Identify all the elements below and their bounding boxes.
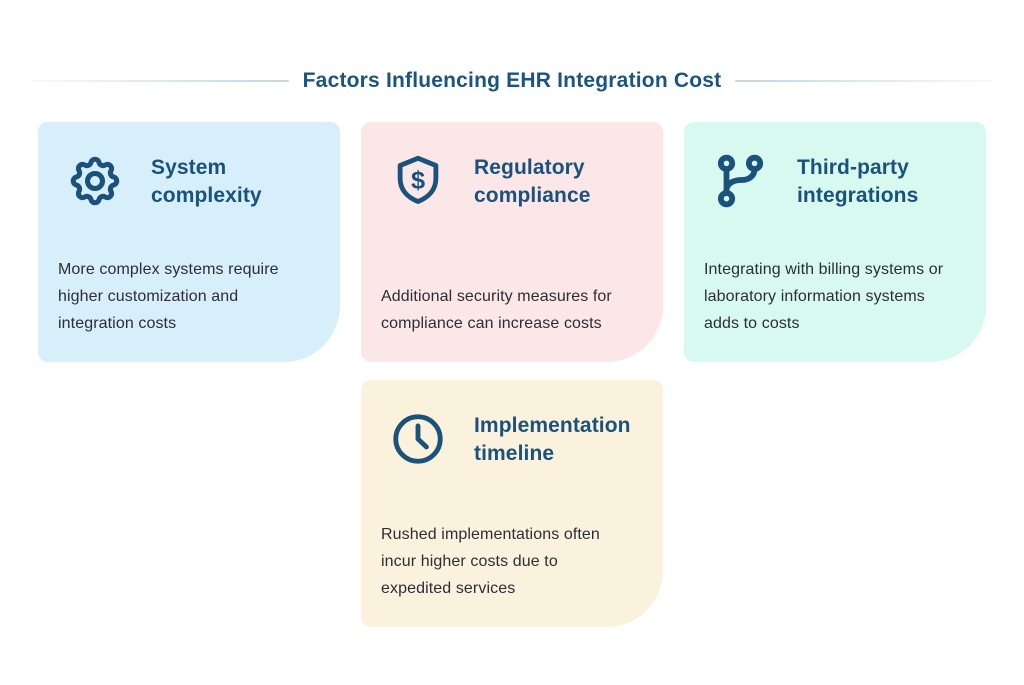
- card-implementation-timeline: Implementation timeline Rushed implement…: [361, 380, 663, 627]
- card-body: Rushed implementations often incur highe…: [381, 526, 600, 597]
- card-header: Third-party integrations: [684, 122, 986, 210]
- card-body: Additional security measures for complia…: [381, 288, 612, 332]
- card-title: Implementation timeline: [474, 414, 631, 465]
- gear-icon: [66, 152, 124, 210]
- card-body: Integrating with billing systems or labo…: [704, 261, 944, 332]
- card-header: System complexity: [38, 122, 340, 210]
- card-header: Implementation timeline: [361, 380, 663, 468]
- clock-icon: [389, 410, 447, 468]
- title-divider-right: [735, 80, 995, 82]
- card-title: System complexity: [151, 156, 262, 207]
- page-title: Factors Influencing EHR Integration Cost: [302, 69, 722, 92]
- card-third-party-integrations: Third-party integrations Integrating wit…: [684, 122, 986, 362]
- card-header: $ Regulatory compliance: [361, 122, 663, 210]
- title-row: Factors Influencing EHR Integration Cost: [0, 66, 1024, 96]
- card-regulatory-compliance: $ Regulatory compliance Additional secur…: [361, 122, 663, 362]
- card-title: Regulatory compliance: [474, 156, 591, 207]
- card-body: More complex systems require higher cust…: [58, 261, 279, 332]
- card-system-complexity: System complexity More complex systems r…: [38, 122, 340, 362]
- shield-dollar-icon: $: [389, 152, 447, 210]
- svg-text:$: $: [411, 167, 425, 195]
- title-divider-left: [30, 80, 289, 82]
- git-branch-icon: [712, 152, 770, 210]
- card-title: Third-party integrations: [797, 156, 919, 207]
